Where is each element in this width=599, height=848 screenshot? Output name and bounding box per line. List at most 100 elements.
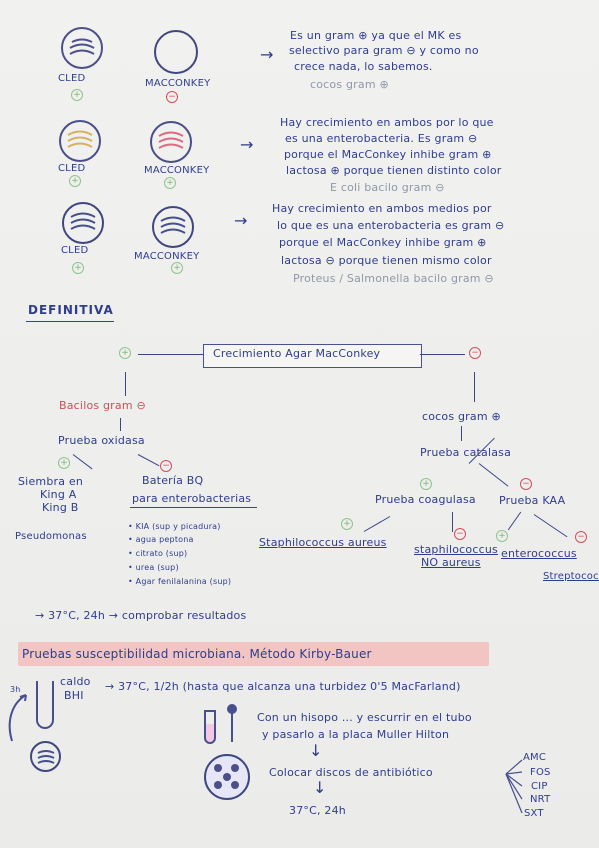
list-item-2: • agua peptona — [128, 535, 194, 544]
arrow-row-1: → — [260, 45, 274, 64]
definitiva-underline — [26, 321, 114, 322]
antibiotic-3: CIP — [531, 781, 548, 792]
coagulasa: Prueba coagulasa — [375, 493, 476, 506]
left-curve-arrow — [8, 694, 27, 742]
antibiotic-5: SXT — [524, 808, 544, 819]
swab — [231, 708, 233, 742]
minus-label-underline — [130, 507, 257, 508]
highlight-title — [18, 642, 489, 666]
macconkey-dish-1 — [154, 30, 198, 74]
macconkey-dish-3-lines — [160, 216, 186, 234]
row3-text-4: lactosa ⊖ porque tienen mismo color — [281, 254, 492, 267]
list-item-5: • Agar fenilalanina (sup) — [128, 577, 232, 586]
down-arrow-1: ↓ — [309, 741, 323, 760]
staph-aureus: Staphilococcus aureus — [259, 536, 387, 549]
small-plate — [30, 741, 61, 772]
arrow-row-2: → — [240, 135, 254, 154]
label-macconkey-3: MACCONKEY — [134, 251, 200, 262]
label-macconkey-1: MACCONKEY — [145, 78, 211, 89]
bottle-label-2: BHI — [64, 689, 84, 702]
plus-icon: + — [58, 457, 70, 469]
down-arrow-2: ↓ — [313, 778, 327, 797]
minus-icon: − — [469, 347, 481, 359]
antibiotic-plate-dots — [214, 764, 239, 789]
plus-icon: + — [496, 530, 508, 542]
small-plate-lines — [37, 750, 55, 764]
cled-dish-1 — [61, 27, 103, 69]
label-cled-2: CLED — [58, 163, 86, 174]
plus-icon: + — [420, 478, 432, 490]
row1-text-1: Es un gram ⊕ ya que el MK es — [290, 29, 462, 42]
plus-icon: + — [171, 262, 183, 274]
label-macconkey-2: MACCONKEY — [144, 165, 210, 176]
minus-icon: − — [454, 528, 466, 540]
kaa: Prueba KAA — [499, 494, 566, 507]
cled-dish-2-lines — [67, 130, 93, 148]
streptococo: Streptococo — [543, 571, 599, 582]
antibiotic-2: FOS — [530, 767, 551, 778]
cled-dish-3-lines — [70, 212, 96, 230]
row2-text-1: Hay crecimiento en ambos por lo que — [280, 116, 494, 129]
list-item-1: • KIA (sup y picadura) — [128, 522, 221, 531]
arrow-row-3: → — [234, 211, 248, 230]
plus-icon: + — [72, 262, 84, 274]
root-left-line — [138, 354, 203, 355]
line1: → 37°C, 1/2h (hasta que alcanza una turb… — [105, 680, 461, 693]
root-box — [203, 344, 422, 368]
right-down-1 — [474, 372, 475, 402]
macconkey-dish-2 — [150, 121, 192, 163]
plus-icon: + — [71, 89, 83, 101]
row2-text-3: porque el MacConkey inhibe gram ⊕ — [284, 148, 492, 161]
root-right-line — [420, 354, 465, 355]
label-cled-3: CLED — [61, 245, 89, 256]
definitiva-heading: DEFINITIVA — [28, 303, 114, 317]
right-branch-title: cocos gram ⊕ — [422, 410, 501, 423]
left-down-1 — [125, 372, 126, 396]
row3-text-2: lo que es una enterobacteria es gram ⊖ — [277, 219, 505, 232]
row3-text-5: Proteus / Salmonella bacilo gram ⊖ — [293, 272, 494, 285]
row2-text-2: es una enterobacteria. Es gram ⊖ — [285, 132, 478, 145]
root-text: Crecimiento Agar MacConkey — [213, 347, 381, 360]
susceptibility-title: Pruebas susceptibilidad microbiana. Méto… — [22, 647, 372, 661]
antibiotic-branches — [505, 759, 523, 814]
cled-dish-2 — [59, 120, 101, 162]
test-tube — [36, 681, 54, 729]
list-item-3: • citrato (sup) — [128, 549, 188, 558]
cled-dish-3 — [62, 202, 104, 244]
swab-tip — [227, 704, 237, 714]
plus-icon: + — [164, 177, 176, 189]
staph-no-aureus-1: staphilococcus — [414, 543, 498, 556]
list-item-4: • urea (sup) — [128, 563, 179, 572]
enterococcus: enterococcus — [501, 547, 577, 560]
macconkey-dish-3 — [152, 206, 194, 248]
plus-label-3: King B — [42, 501, 79, 514]
pink-tube — [204, 710, 216, 744]
right-branch-vert-2 — [461, 426, 462, 441]
coag-minus-line — [452, 512, 453, 532]
minus-icon: − — [520, 478, 532, 490]
minus-label-2: para enterobacterias — [132, 492, 252, 505]
row1-text-4: cocos gram ⊕ — [310, 78, 389, 91]
definitiva-footer: → 37°C, 24h → comprobar resultados — [35, 609, 247, 622]
row1-text-3: crece nada, lo sabemos. — [294, 60, 433, 73]
minus-icon: − — [575, 531, 587, 543]
left-branch-vert-2 — [120, 418, 121, 431]
staph-no-aureus-2: NO aureus — [421, 556, 481, 569]
label-cled-1: CLED — [58, 73, 86, 84]
left-test: Prueba oxidasa — [58, 434, 145, 447]
right-test: Prueba catalasa — [420, 446, 512, 459]
antibiotic-4: NRT — [530, 794, 551, 805]
line2: Con un hisopo ... y escurrir en el tubo — [257, 711, 472, 724]
pseudomonas: Pseudomonas — [15, 531, 87, 542]
bottle-label-1: caldo — [60, 675, 91, 688]
left-branch-title: Bacilos gram ⊖ — [59, 399, 146, 412]
antibiotic-1: AMC — [523, 752, 547, 763]
minus-icon: − — [160, 460, 172, 472]
plus-label-2: King A — [40, 488, 77, 501]
cled-dish-1-lines — [69, 38, 95, 55]
row1-text-2: selectivo para gram ⊖ y como no — [289, 44, 479, 57]
plus-label-1: Siembra en — [18, 475, 84, 488]
left-note: 3h — [10, 685, 21, 694]
line4: Colocar discos de antibiótico — [269, 766, 433, 779]
plus-icon: + — [69, 175, 81, 187]
